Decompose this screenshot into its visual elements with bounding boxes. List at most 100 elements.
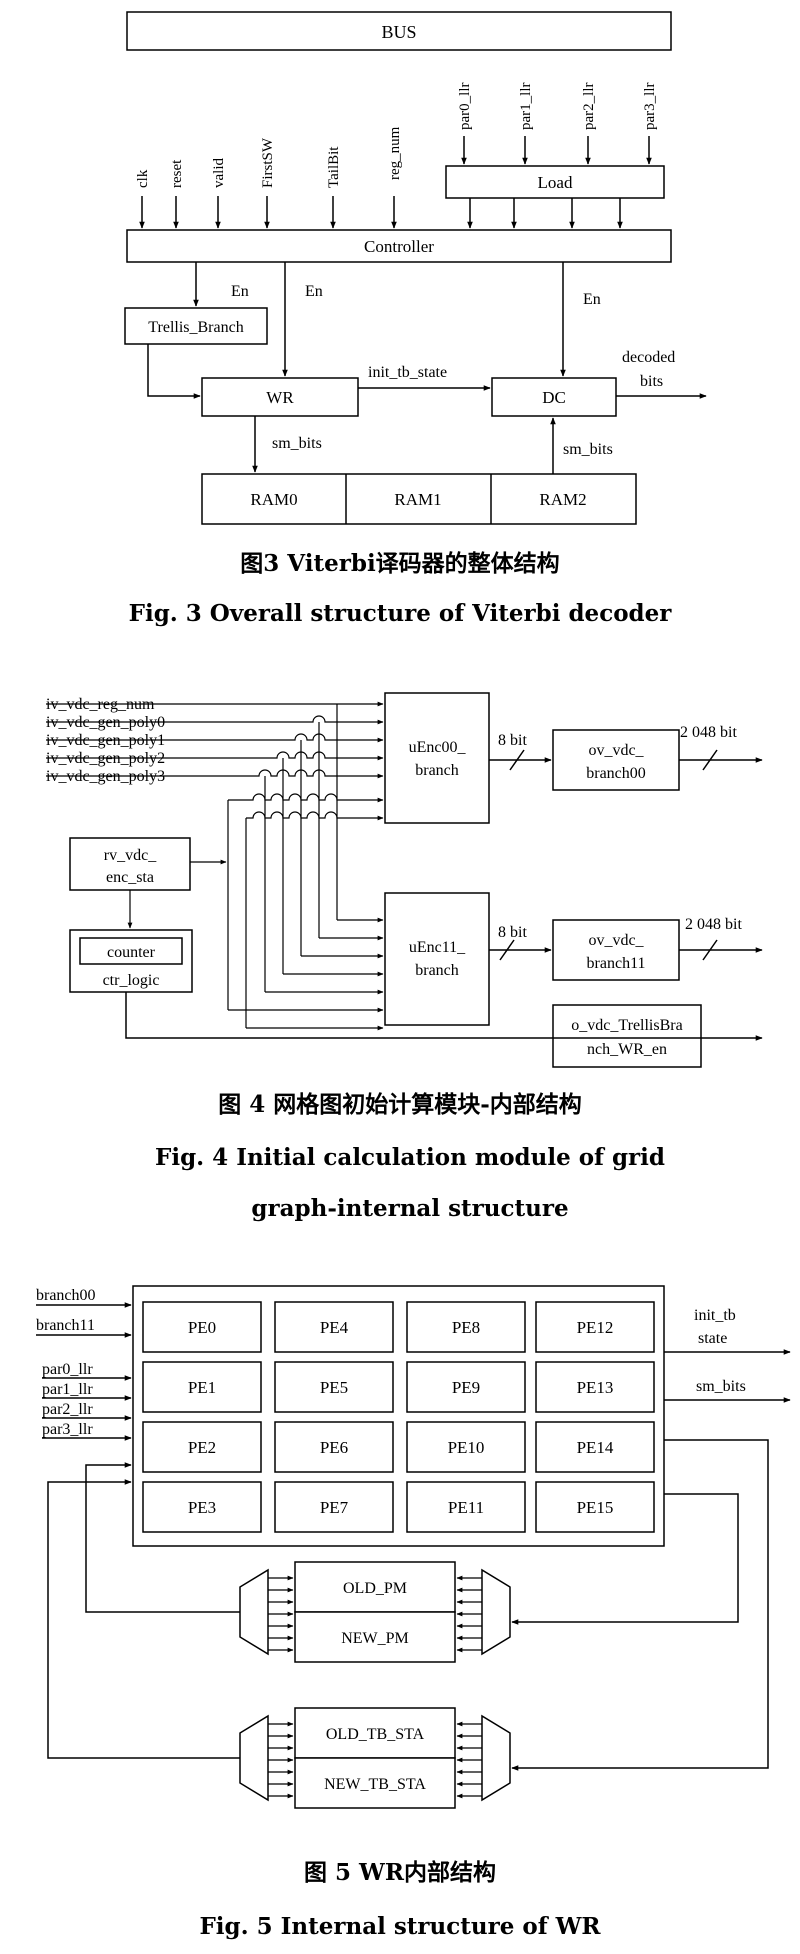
pe-label: PE14 [577, 1438, 614, 1457]
en-label-wr: En [305, 283, 323, 300]
pe-label: PE6 [320, 1438, 348, 1457]
pe-block [142, 1481, 262, 1533]
out-init-tb-2: state [698, 1330, 727, 1347]
pe-label: PE3 [188, 1498, 216, 1517]
tb-mux-left [239, 1714, 294, 1802]
ov-branch11-block [552, 919, 680, 981]
new-pm-block [294, 1611, 456, 1663]
en-label-trellis: En [231, 283, 249, 300]
input-reset: reset [169, 159, 185, 188]
uenc00-label-2: branch [415, 762, 459, 779]
pe-label: PE1 [188, 1378, 216, 1397]
pe-block [535, 1421, 655, 1473]
figure-4: iv_vdc_reg_num iv_vdc_gen_poly0 iv_vdc_g… [46, 692, 763, 1222]
sm-bits-label-dc: sm_bits [563, 441, 613, 458]
pe-block [406, 1481, 526, 1533]
pe-label: PE13 [577, 1378, 614, 1397]
pe-block [274, 1481, 394, 1533]
uenc00-label-1: uEnc00_ [409, 739, 467, 756]
input-clk: clk [135, 169, 151, 188]
input-branch11: branch11 [36, 1317, 95, 1334]
pm-mux-left [239, 1568, 294, 1656]
wr-en-label-2: nch_WR_en [587, 1041, 667, 1058]
new-pm-label: NEW_PM [341, 1630, 409, 1647]
decoded-label-2: bits [640, 373, 663, 390]
fig4-caption-en-2: graph-internal structure [251, 1195, 568, 1222]
pm-mux-right [456, 1568, 511, 1656]
load-label: Load [538, 173, 573, 192]
fig5-caption-en: Fig. 5 Internal structure of WR [199, 1913, 601, 1940]
ov-branch00-label-1: ov_vdc_ [588, 742, 644, 759]
input-par3-f5: par3_llr [42, 1421, 93, 1438]
pe-block [406, 1361, 526, 1413]
pe-block [274, 1301, 394, 1353]
enc-sta-label-1: rv_vdc_ [104, 847, 157, 864]
pe-label: PE0 [188, 1318, 216, 1337]
controller-label: Controller [364, 237, 434, 256]
enc-sta-label-2: enc_sta [106, 869, 154, 886]
pe-block [406, 1301, 526, 1353]
out-init-tb-1: init_tb [694, 1307, 736, 1324]
ov-branch00-label-2: branch00 [586, 765, 646, 782]
trellis-branch-label: Trellis_Branch [148, 319, 243, 336]
tb-mux-right [456, 1714, 511, 1802]
ov-branch11-label-1: ov_vdc_ [588, 932, 644, 949]
pe-block [274, 1361, 394, 1413]
decoded-label-1: decoded [622, 349, 675, 366]
load-block [445, 165, 665, 199]
pe-label: PE4 [320, 1318, 349, 1337]
ram-array [201, 473, 637, 525]
input-par2: par2_llr [581, 83, 597, 130]
fig3-caption-cn: 图3 Viterbi译码器的整体结构 [240, 550, 559, 577]
wr-en-label-1: o_vdc_TrellisBra [571, 1017, 682, 1034]
bus-label: BUS [381, 22, 416, 42]
ctr-logic-label: ctr_logic [103, 972, 160, 989]
pe-block [142, 1301, 262, 1353]
fig5-caption-cn: 图 5 WR内部结构 [304, 1859, 496, 1886]
uenc11-block [384, 892, 490, 1026]
pe-grid: PE0 PE4 PE8 PE12 PE1 PE5 PE9 PE13 PE2 PE… [142, 1301, 655, 1533]
trellis-branch-block [124, 307, 268, 345]
counter-block [79, 937, 183, 965]
load-inputs: par0_llr par1_llr par2_llr par3_llr [457, 83, 658, 229]
counter-label: counter [107, 944, 156, 961]
input-par1-f5: par1_llr [42, 1381, 93, 1398]
pe-block [535, 1301, 655, 1353]
trellis-to-wr [147, 344, 201, 399]
wr-label: WR [266, 388, 294, 407]
bus2048-label-11: 2 048 bit [685, 916, 742, 933]
input-par2-f5: par2_llr [42, 1401, 93, 1418]
pe-block [535, 1481, 655, 1533]
old-pm-block [294, 1561, 456, 1613]
ov-branch00-block [552, 729, 680, 791]
controller-inputs: clk reset valid FirstSW TailBit reg_num [135, 126, 403, 229]
new-tb-block [294, 1757, 456, 1809]
pe-block [142, 1421, 262, 1473]
wr-block [201, 377, 359, 417]
pe-label: PE15 [577, 1498, 614, 1517]
input-reg-num: reg_num [387, 126, 403, 180]
input-par0-f5: par0_llr [42, 1361, 93, 1378]
dc-label: DC [542, 388, 566, 407]
old-pm-label: OLD_PM [343, 1580, 407, 1597]
uenc11-label-2: branch [415, 962, 459, 979]
input-valid: valid [211, 158, 227, 188]
old-tb-block [294, 1707, 456, 1759]
pe-label: PE9 [452, 1378, 480, 1397]
bus2048-label-00: 2 048 bit [680, 724, 737, 741]
pe-label: PE2 [188, 1438, 216, 1457]
ram2-label: RAM2 [539, 490, 586, 509]
uenc11-label-1: uEnc11_ [409, 939, 466, 956]
input-firstsw: FirstSW [260, 137, 276, 188]
fig3-caption-en: Fig. 3 Overall structure of Viterbi deco… [129, 600, 673, 627]
pe-label: PE8 [452, 1318, 480, 1337]
en-label-dc: En [583, 291, 601, 308]
fig4-caption-en-1: Fig. 4 Initial calculation module of gri… [155, 1144, 665, 1171]
ov-branch11-label-2: branch11 [587, 955, 646, 972]
figure-5: branch00 branch11 par0_llr par1_llr par2… [36, 1285, 791, 1940]
bus8-label-00: 8 bit [498, 732, 527, 749]
input-par0: par0_llr [457, 83, 473, 130]
pe-block [274, 1421, 394, 1473]
drop-lines [227, 704, 384, 1031]
